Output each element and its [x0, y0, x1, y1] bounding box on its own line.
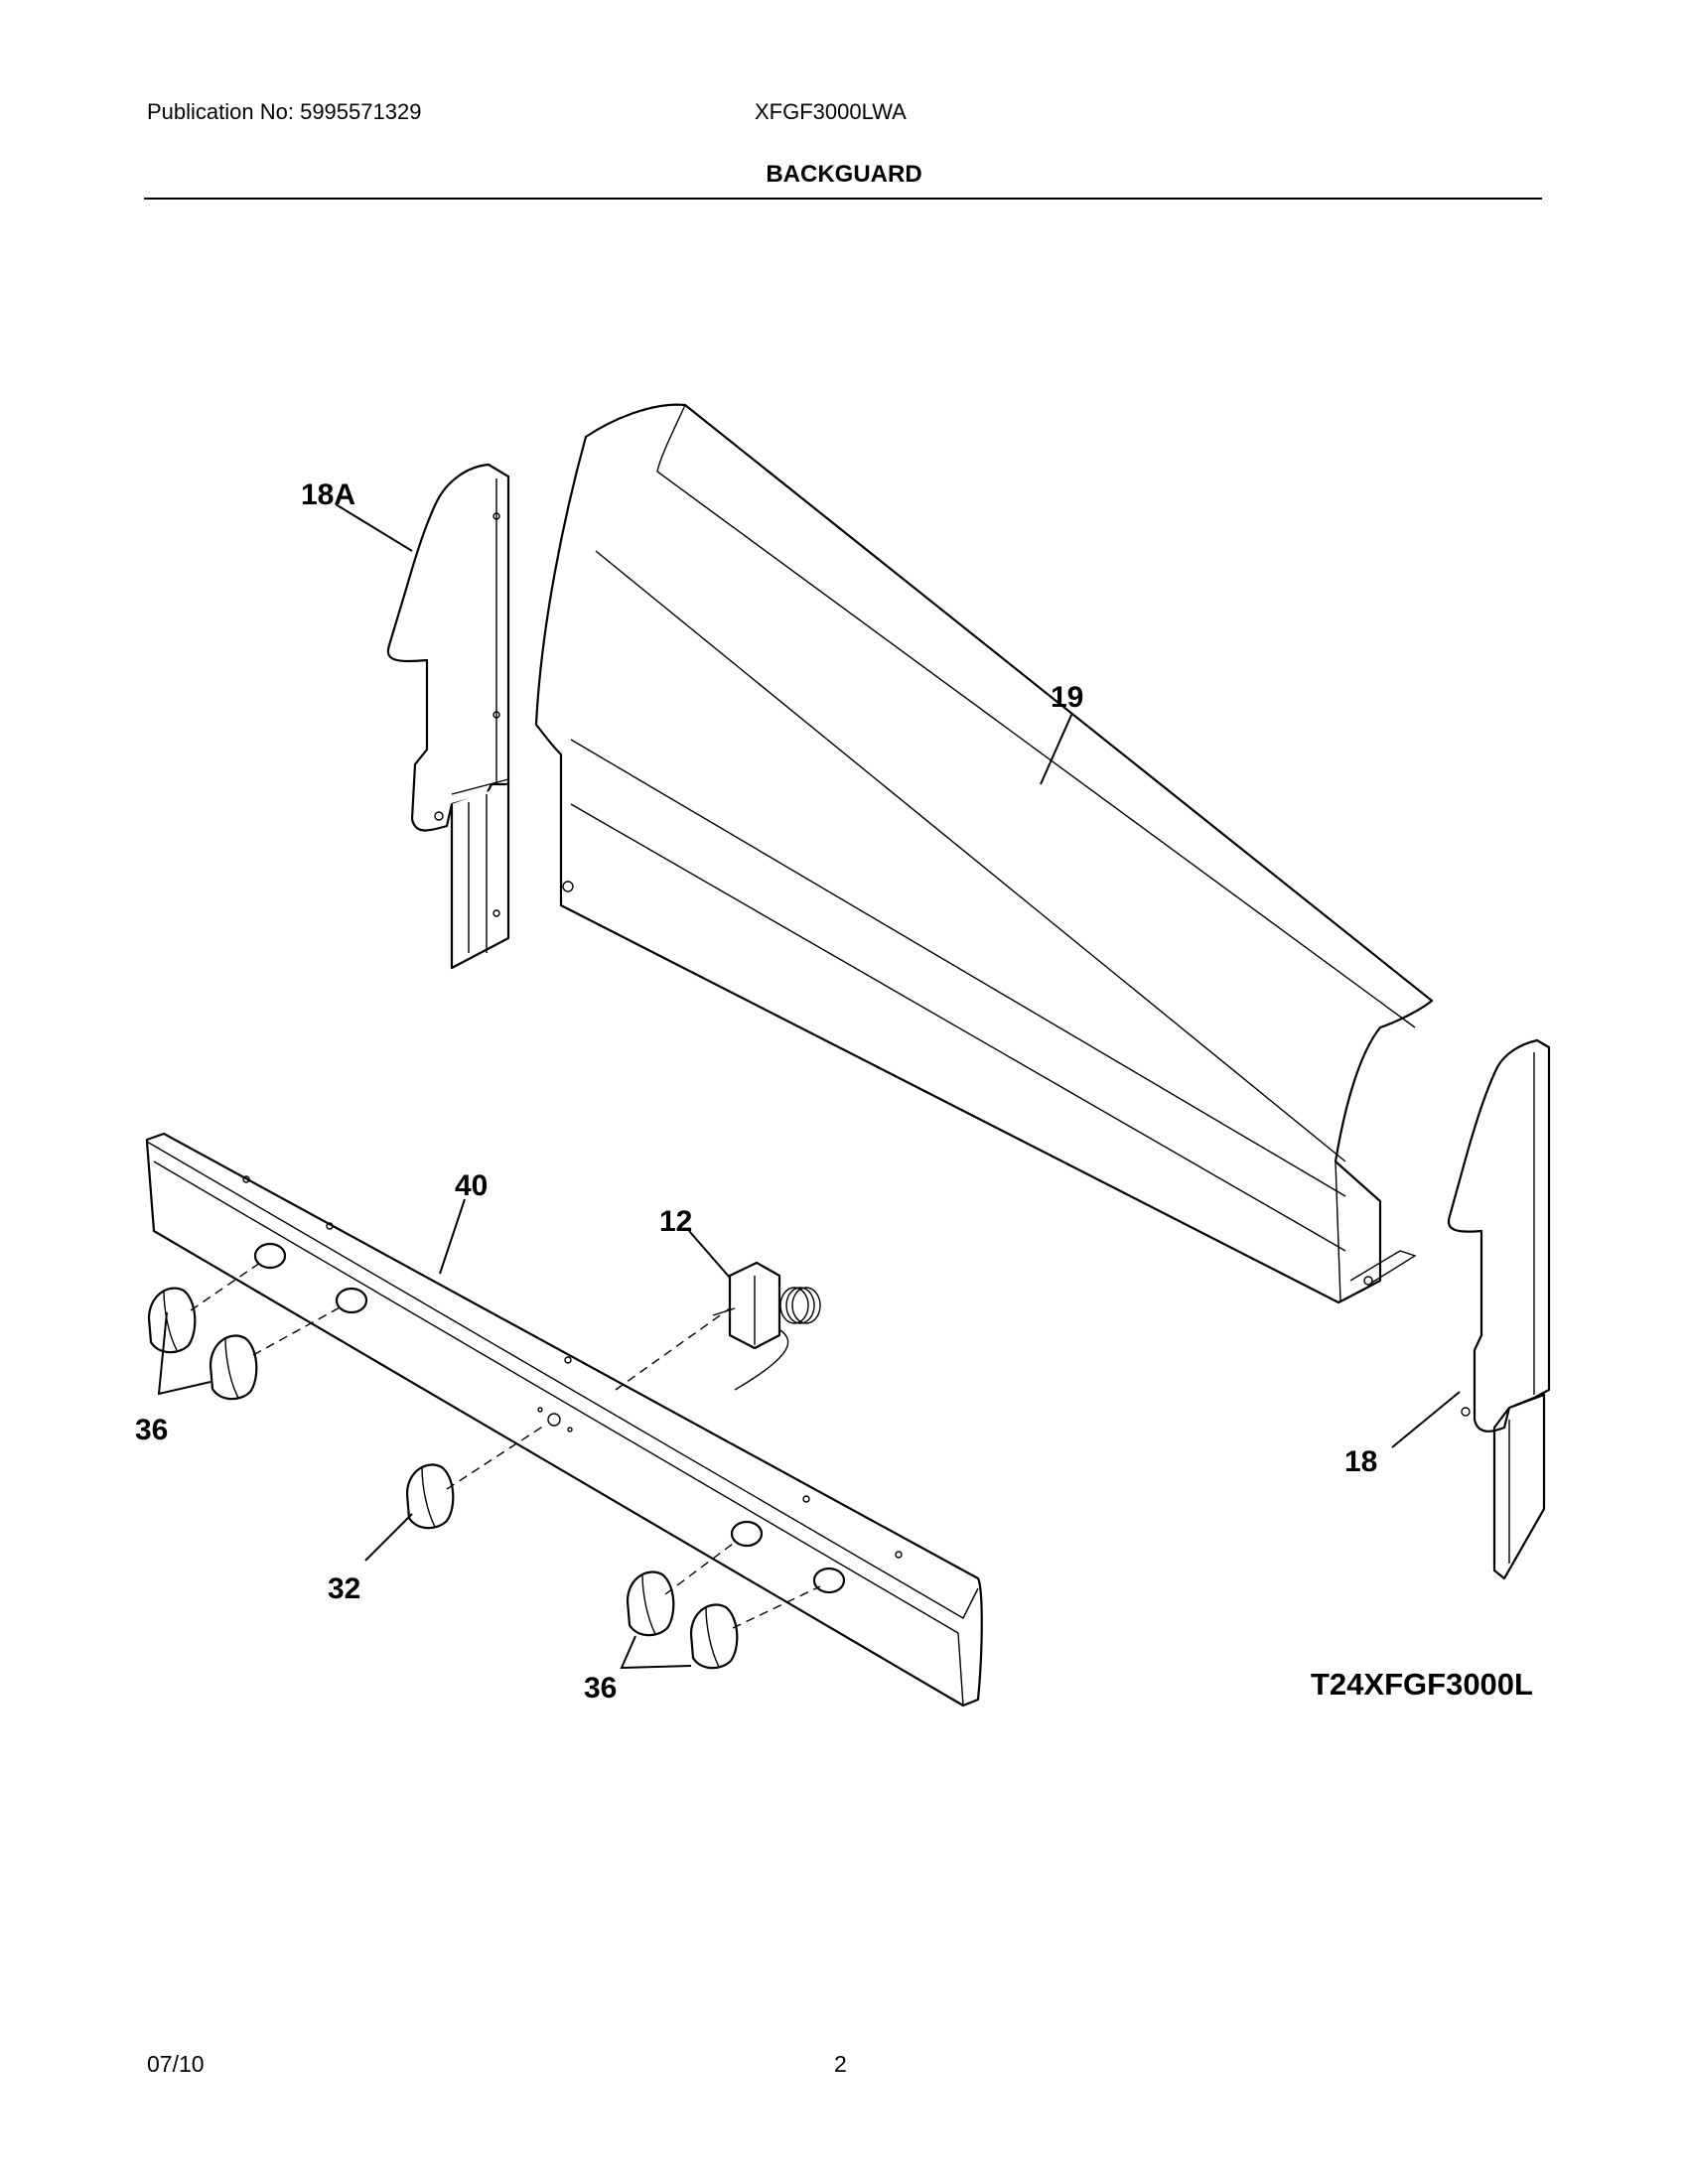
- callout-36-left: 36: [135, 1414, 168, 1446]
- page-title: BACKGUARD: [766, 161, 922, 188]
- part-40-control-panel: [145, 1132, 983, 1707]
- callout-18A: 18A: [301, 478, 355, 511]
- knob-36-bottom-right: [689, 1603, 739, 1670]
- part-18-right-end-cap: [1447, 1038, 1551, 1580]
- figure-id: T24XFGF3000L: [1311, 1667, 1533, 1702]
- callout-32: 32: [328, 1572, 360, 1605]
- part-19-backguard-panel: [534, 403, 1434, 1304]
- knob-36-top-left: [147, 1287, 197, 1354]
- callout-12: 12: [659, 1205, 692, 1238]
- page-number: 2: [834, 2051, 847, 2077]
- knob-32-center: [405, 1463, 455, 1530]
- knob-36-bottom-left: [626, 1570, 675, 1637]
- model-number: XFGF3000LWA: [755, 99, 907, 124]
- callout-18: 18: [1344, 1445, 1377, 1478]
- part-12-thermostat: [712, 1261, 821, 1391]
- callout-19: 19: [1051, 681, 1083, 714]
- part-18A-left-end-cap: [386, 463, 510, 970]
- publication-number: Publication No: 5995571329: [147, 99, 422, 124]
- footer-date: 07/10: [147, 2051, 205, 2077]
- callout-36-bottom: 36: [584, 1672, 617, 1705]
- knob-36-left: [209, 1334, 258, 1401]
- header-rule: [144, 198, 1542, 200]
- callout-40: 40: [455, 1169, 488, 1202]
